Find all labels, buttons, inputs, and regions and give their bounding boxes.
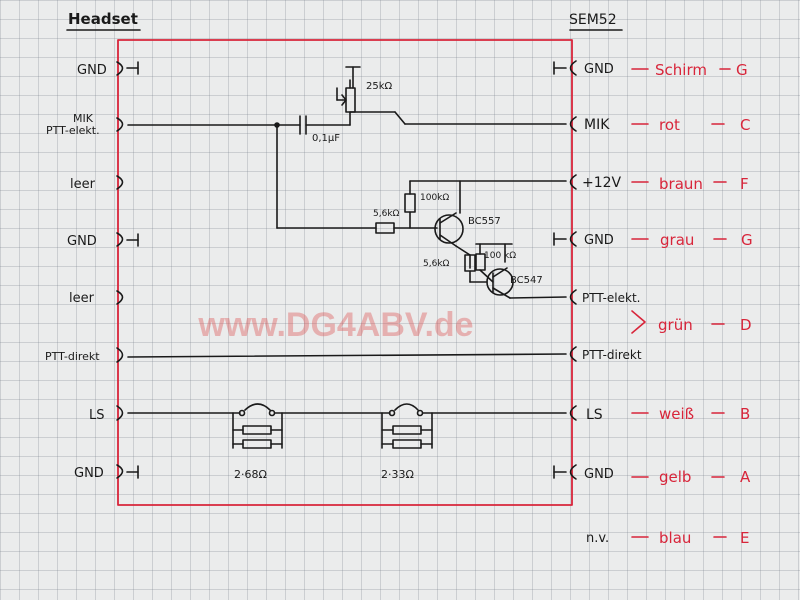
wire-code-blau: E: [740, 529, 749, 547]
left-connector-mik: [116, 117, 124, 132]
right-pin-gnd-1: GND: [584, 62, 614, 77]
right-pin-12v: +12V: [582, 175, 622, 191]
watermark: www.DG4ABV.de: [197, 306, 473, 344]
right-pin-ls: LS: [586, 407, 603, 423]
left-connector-gnd-1: [116, 61, 139, 76]
wire-code-gelb: A: [740, 468, 751, 486]
wire-color-blau: blau: [659, 529, 691, 547]
left-connector-ptt-direkt: [116, 347, 124, 363]
right-pin-ptt-elekt: PTT-elekt.: [582, 291, 640, 305]
r100k-a-label: 100kΩ: [420, 193, 449, 203]
right-pin-nv: n.v.: [586, 531, 609, 546]
wire-code-schirm: G: [736, 61, 748, 79]
right-pin-gnd-2: GND: [584, 233, 614, 248]
left-pin-leer-2: leer: [69, 291, 95, 306]
wire-color-rot: rot: [659, 116, 680, 134]
wire-color-schirm: Schirm: [655, 61, 707, 79]
left-pin-ls: LS: [89, 408, 105, 423]
left-connector-leer-1: [116, 175, 124, 190]
left-pin-ptt-elekt: PTT-elekt.: [46, 124, 100, 137]
right-connector-ptt-elekt: [569, 289, 577, 305]
resistor-pair-2-label: 2·33Ω: [381, 468, 414, 481]
left-pin-mik: MIK: [73, 112, 94, 125]
potentiometer: [336, 66, 361, 113]
wire-code-gruen: D: [740, 316, 752, 334]
sem52-title: SEM52: [569, 12, 617, 28]
right-connector-ls: [569, 405, 577, 421]
enclosure-frame: [117, 39, 573, 506]
left-connector-leer-2: [116, 290, 124, 305]
right-connector-ptt-direkt: [569, 346, 577, 362]
right-connector-gnd-2: [553, 231, 577, 247]
left-connector-ls: [116, 405, 124, 421]
wire-color-gelb: gelb: [659, 468, 691, 486]
wire-code-grau: G: [741, 231, 753, 249]
wire-color-braun: braun: [659, 175, 703, 193]
pot-label: 25kΩ: [366, 81, 393, 92]
left-connector-gnd-2: [116, 232, 139, 247]
right-connector-gnd-3: [553, 464, 577, 480]
capacitor-label: 0,1µF: [312, 133, 340, 144]
left-pin-ptt-direkt: PTT-direkt: [45, 350, 100, 363]
headset-title: Headset: [68, 10, 138, 28]
wire-code-rot: C: [740, 116, 750, 134]
right-pin-gnd-3: GND: [584, 467, 614, 482]
wire-code-braun: F: [740, 175, 749, 193]
right-connector-mik: [569, 116, 577, 132]
r5k6-a-label: 5,6kΩ: [373, 209, 400, 219]
right-connector-12v: [569, 174, 577, 190]
ptt-control-wiring: [276, 124, 567, 299]
wire-color-weiss: weiß: [659, 405, 694, 423]
wire-color-grau: grau: [660, 231, 694, 249]
left-pin-leer-1: leer: [70, 177, 96, 192]
resistor-pair-1-label: 2·68Ω: [234, 468, 267, 481]
wire-color-dashes: [631, 68, 731, 538]
left-pin-gnd-2: GND: [67, 234, 97, 249]
ls-wire: [127, 403, 567, 449]
right-pin-mik: MIK: [584, 117, 610, 133]
right-pin-ptt-direkt: PTT-direkt: [582, 348, 642, 362]
wire-color-gruen: grün: [658, 316, 693, 334]
wire-code-weiss: B: [740, 405, 750, 423]
r100k-b-label: 100 kΩ: [484, 251, 516, 261]
left-pin-gnd-1: GND: [77, 63, 107, 78]
right-connector-gnd-1: [553, 60, 577, 76]
ptt-direkt-wire: [127, 353, 567, 358]
r5k6-b-label: 5,6kΩ: [423, 259, 450, 269]
left-pin-gnd-3: GND: [74, 466, 104, 481]
bc557-label: BC557: [468, 216, 501, 227]
left-connector-gnd-3: [116, 464, 139, 479]
bc547-label: BC547: [510, 275, 543, 286]
